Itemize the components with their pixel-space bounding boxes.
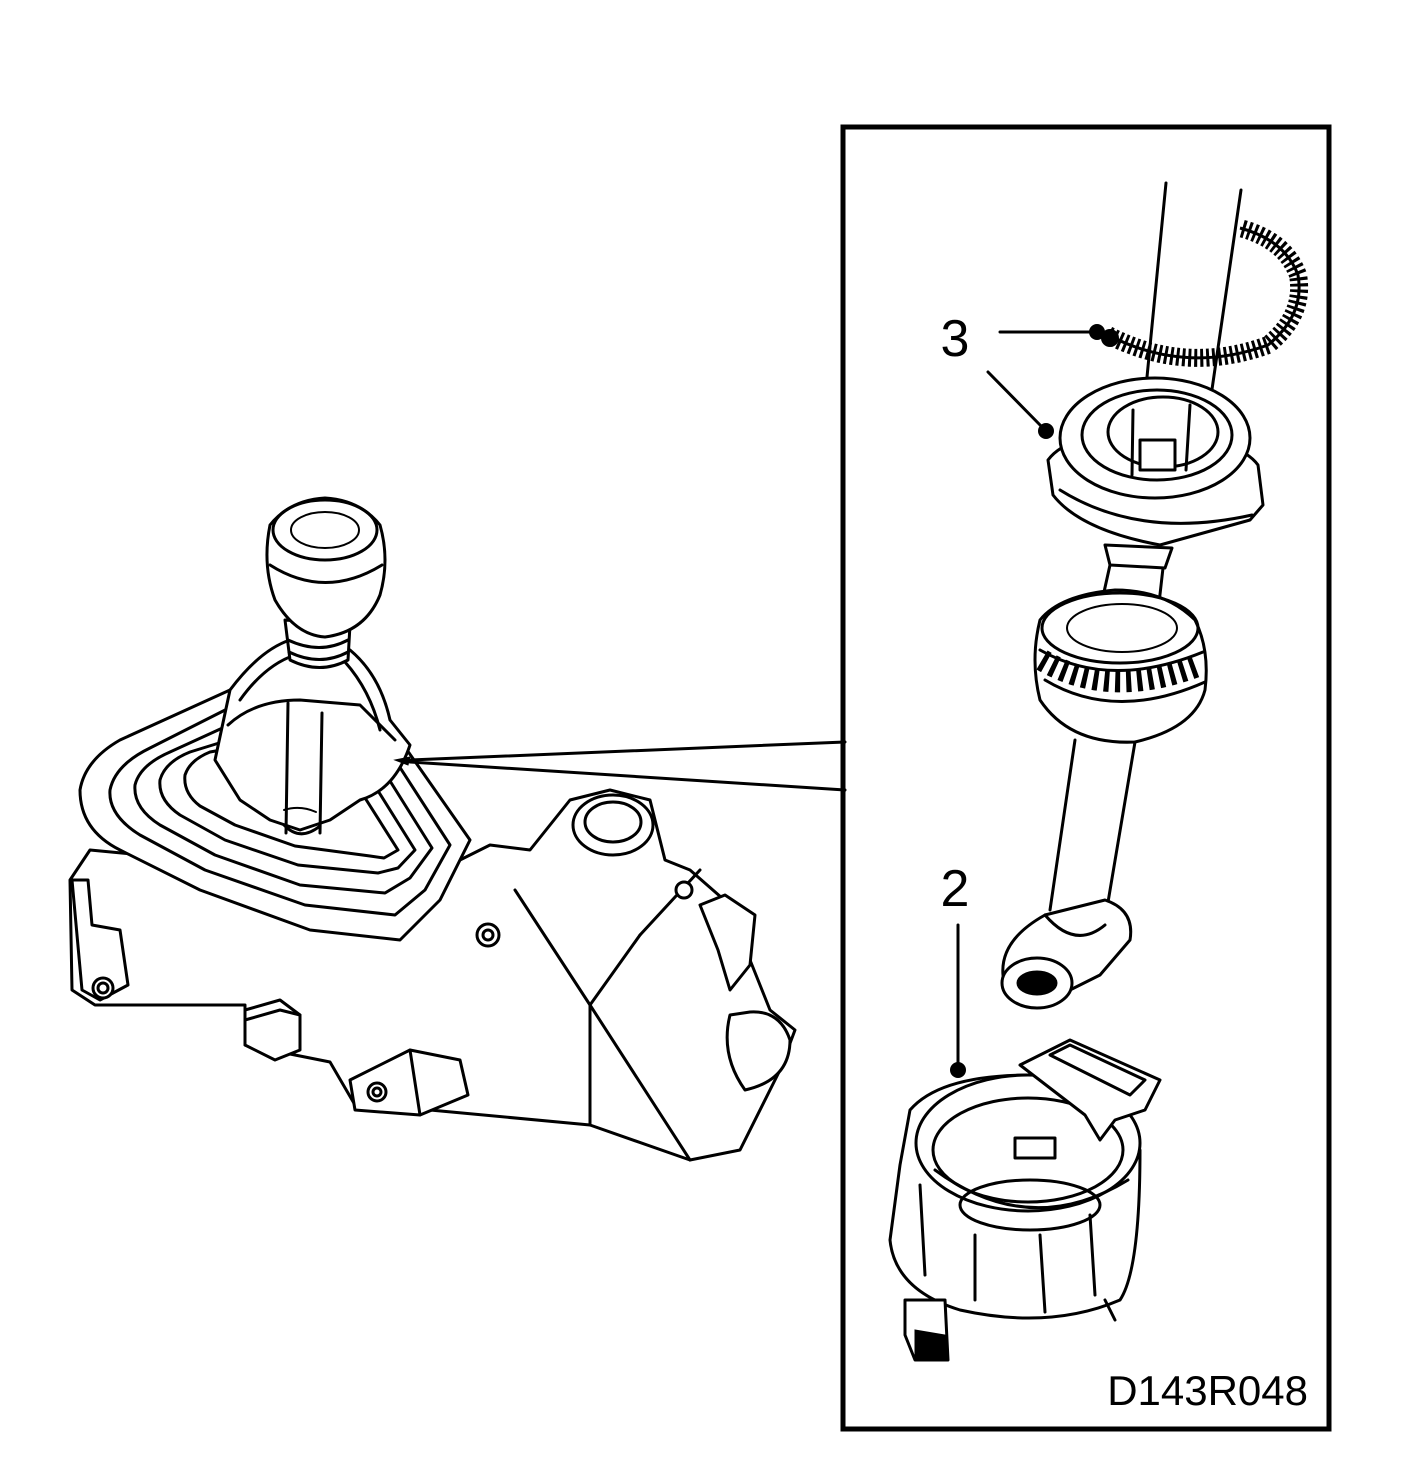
callout-3: 3 xyxy=(941,310,970,368)
gear-shifter-housing xyxy=(68,638,797,1162)
gear-knob xyxy=(265,496,387,669)
figure-code: D143R048 xyxy=(1107,1367,1308,1414)
callout-leaders xyxy=(950,324,1105,1078)
boot-retainer xyxy=(888,1038,1162,1362)
detail-inset-frame xyxy=(840,124,1332,1432)
callout-2: 2 xyxy=(941,860,970,918)
leader-to-inset xyxy=(408,740,847,792)
shift-cable xyxy=(1000,181,1309,1010)
